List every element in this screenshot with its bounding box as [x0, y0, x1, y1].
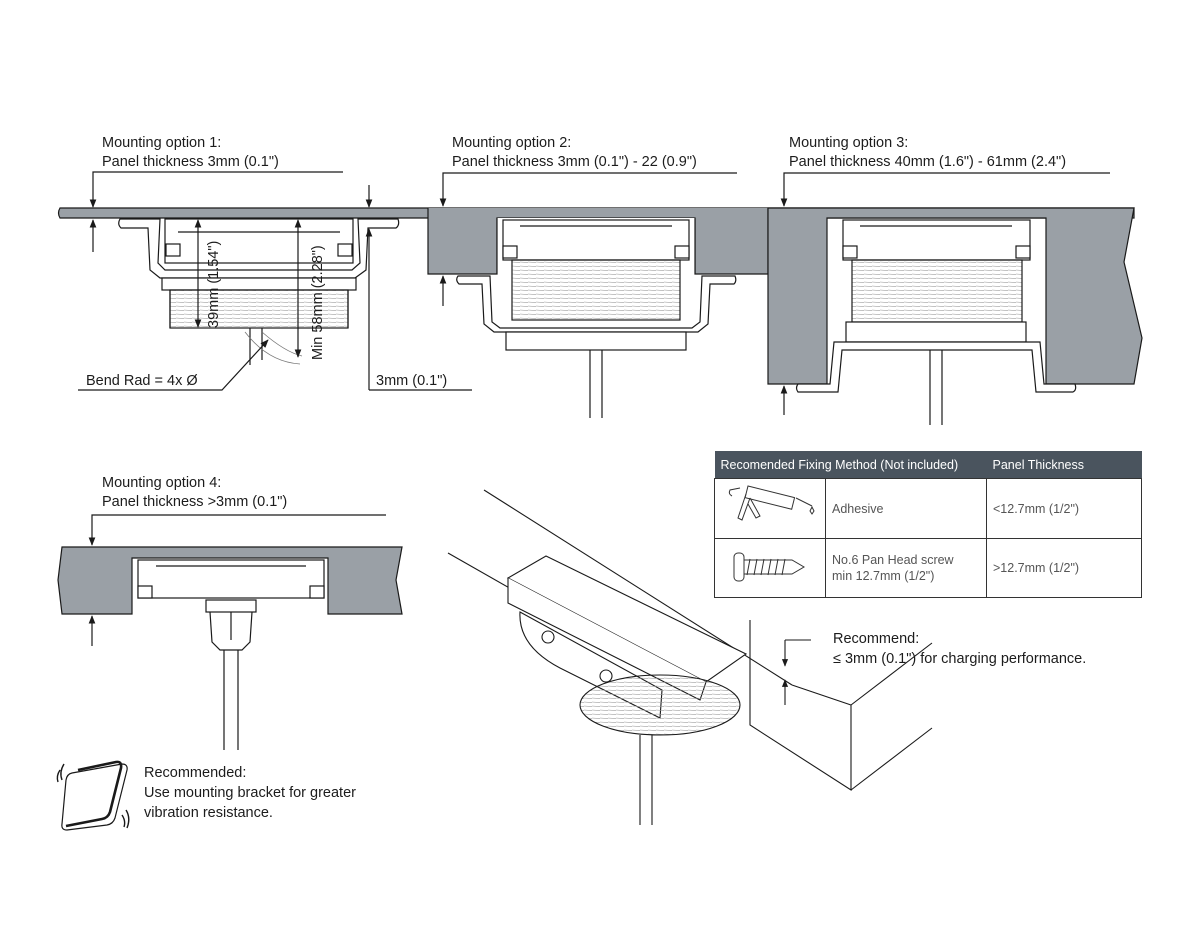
option2-subtitle: Panel thickness 3mm (0.1") - 22 (0.9")	[452, 154, 697, 170]
method-screw-line1: No.6 Pan Head screw	[832, 553, 954, 567]
method-screw-line2: min 12.7mm (1/2")	[832, 569, 935, 583]
vibration-bracket-icon	[56, 760, 130, 831]
table-header-method: Recomended Fixing Method (Not included)	[714, 451, 987, 479]
vibration-note-line2: Use mounting bracket for greater	[144, 785, 356, 801]
table-header-thickness: Panel Thickness	[986, 451, 1142, 479]
table-row: No.6 Pan Head screw min 12.7mm (1/2") >1…	[714, 538, 1142, 598]
option4-panel	[57, 546, 403, 615]
option2-title: Mounting option 2:	[452, 135, 572, 151]
isometric-drawing	[447, 489, 933, 825]
method-screw: No.6 Pan Head screw min 12.7mm (1/2")	[825, 538, 987, 598]
vibration-note-line3: vibration resistance.	[144, 805, 273, 821]
option4-title: Mounting option 4:	[102, 475, 222, 491]
option1-subtitle: Panel thickness 3mm (0.1")	[102, 154, 279, 170]
dim-58mm-label: Min 58mm (2.28")	[310, 245, 326, 360]
vibration-note-line1: Recommended:	[144, 765, 247, 781]
option3-subtitle: Panel thickness 40mm (1.6") - 61mm (2.4"…	[789, 154, 1067, 170]
option3-title: Mounting option 3:	[789, 135, 909, 151]
thickness-screw: >12.7mm (1/2")	[986, 538, 1142, 598]
option1-title: Mounting option 1:	[102, 135, 222, 151]
dim-39mm-label: 39mm (1.54")	[206, 240, 222, 328]
option3-drawing	[767, 172, 1143, 425]
charging-note-line1: Recommend:	[833, 631, 920, 647]
pan-head-screw-icon	[714, 538, 826, 598]
fixing-method-table: Recomended Fixing Method (Not included) …	[714, 451, 1142, 598]
caulking-gun-icon	[714, 478, 826, 539]
gap-3mm-label: 3mm (0.1")	[376, 373, 448, 389]
thickness-adhesive: <12.7mm (1/2")	[986, 478, 1142, 539]
option2-drawing	[427, 172, 769, 418]
bend-radius-label: Bend Rad = 4x Ø	[86, 373, 198, 389]
charging-note-line2: ≤ 3mm (0.1") for charging performance.	[833, 651, 1087, 667]
option4-subtitle: Panel thickness >3mm (0.1")	[102, 494, 288, 510]
option1-leader	[89, 171, 343, 208]
option4-drawing	[57, 514, 403, 750]
table-row: Adhesive <12.7mm (1/2")	[714, 478, 1142, 539]
method-adhesive: Adhesive	[825, 478, 987, 539]
